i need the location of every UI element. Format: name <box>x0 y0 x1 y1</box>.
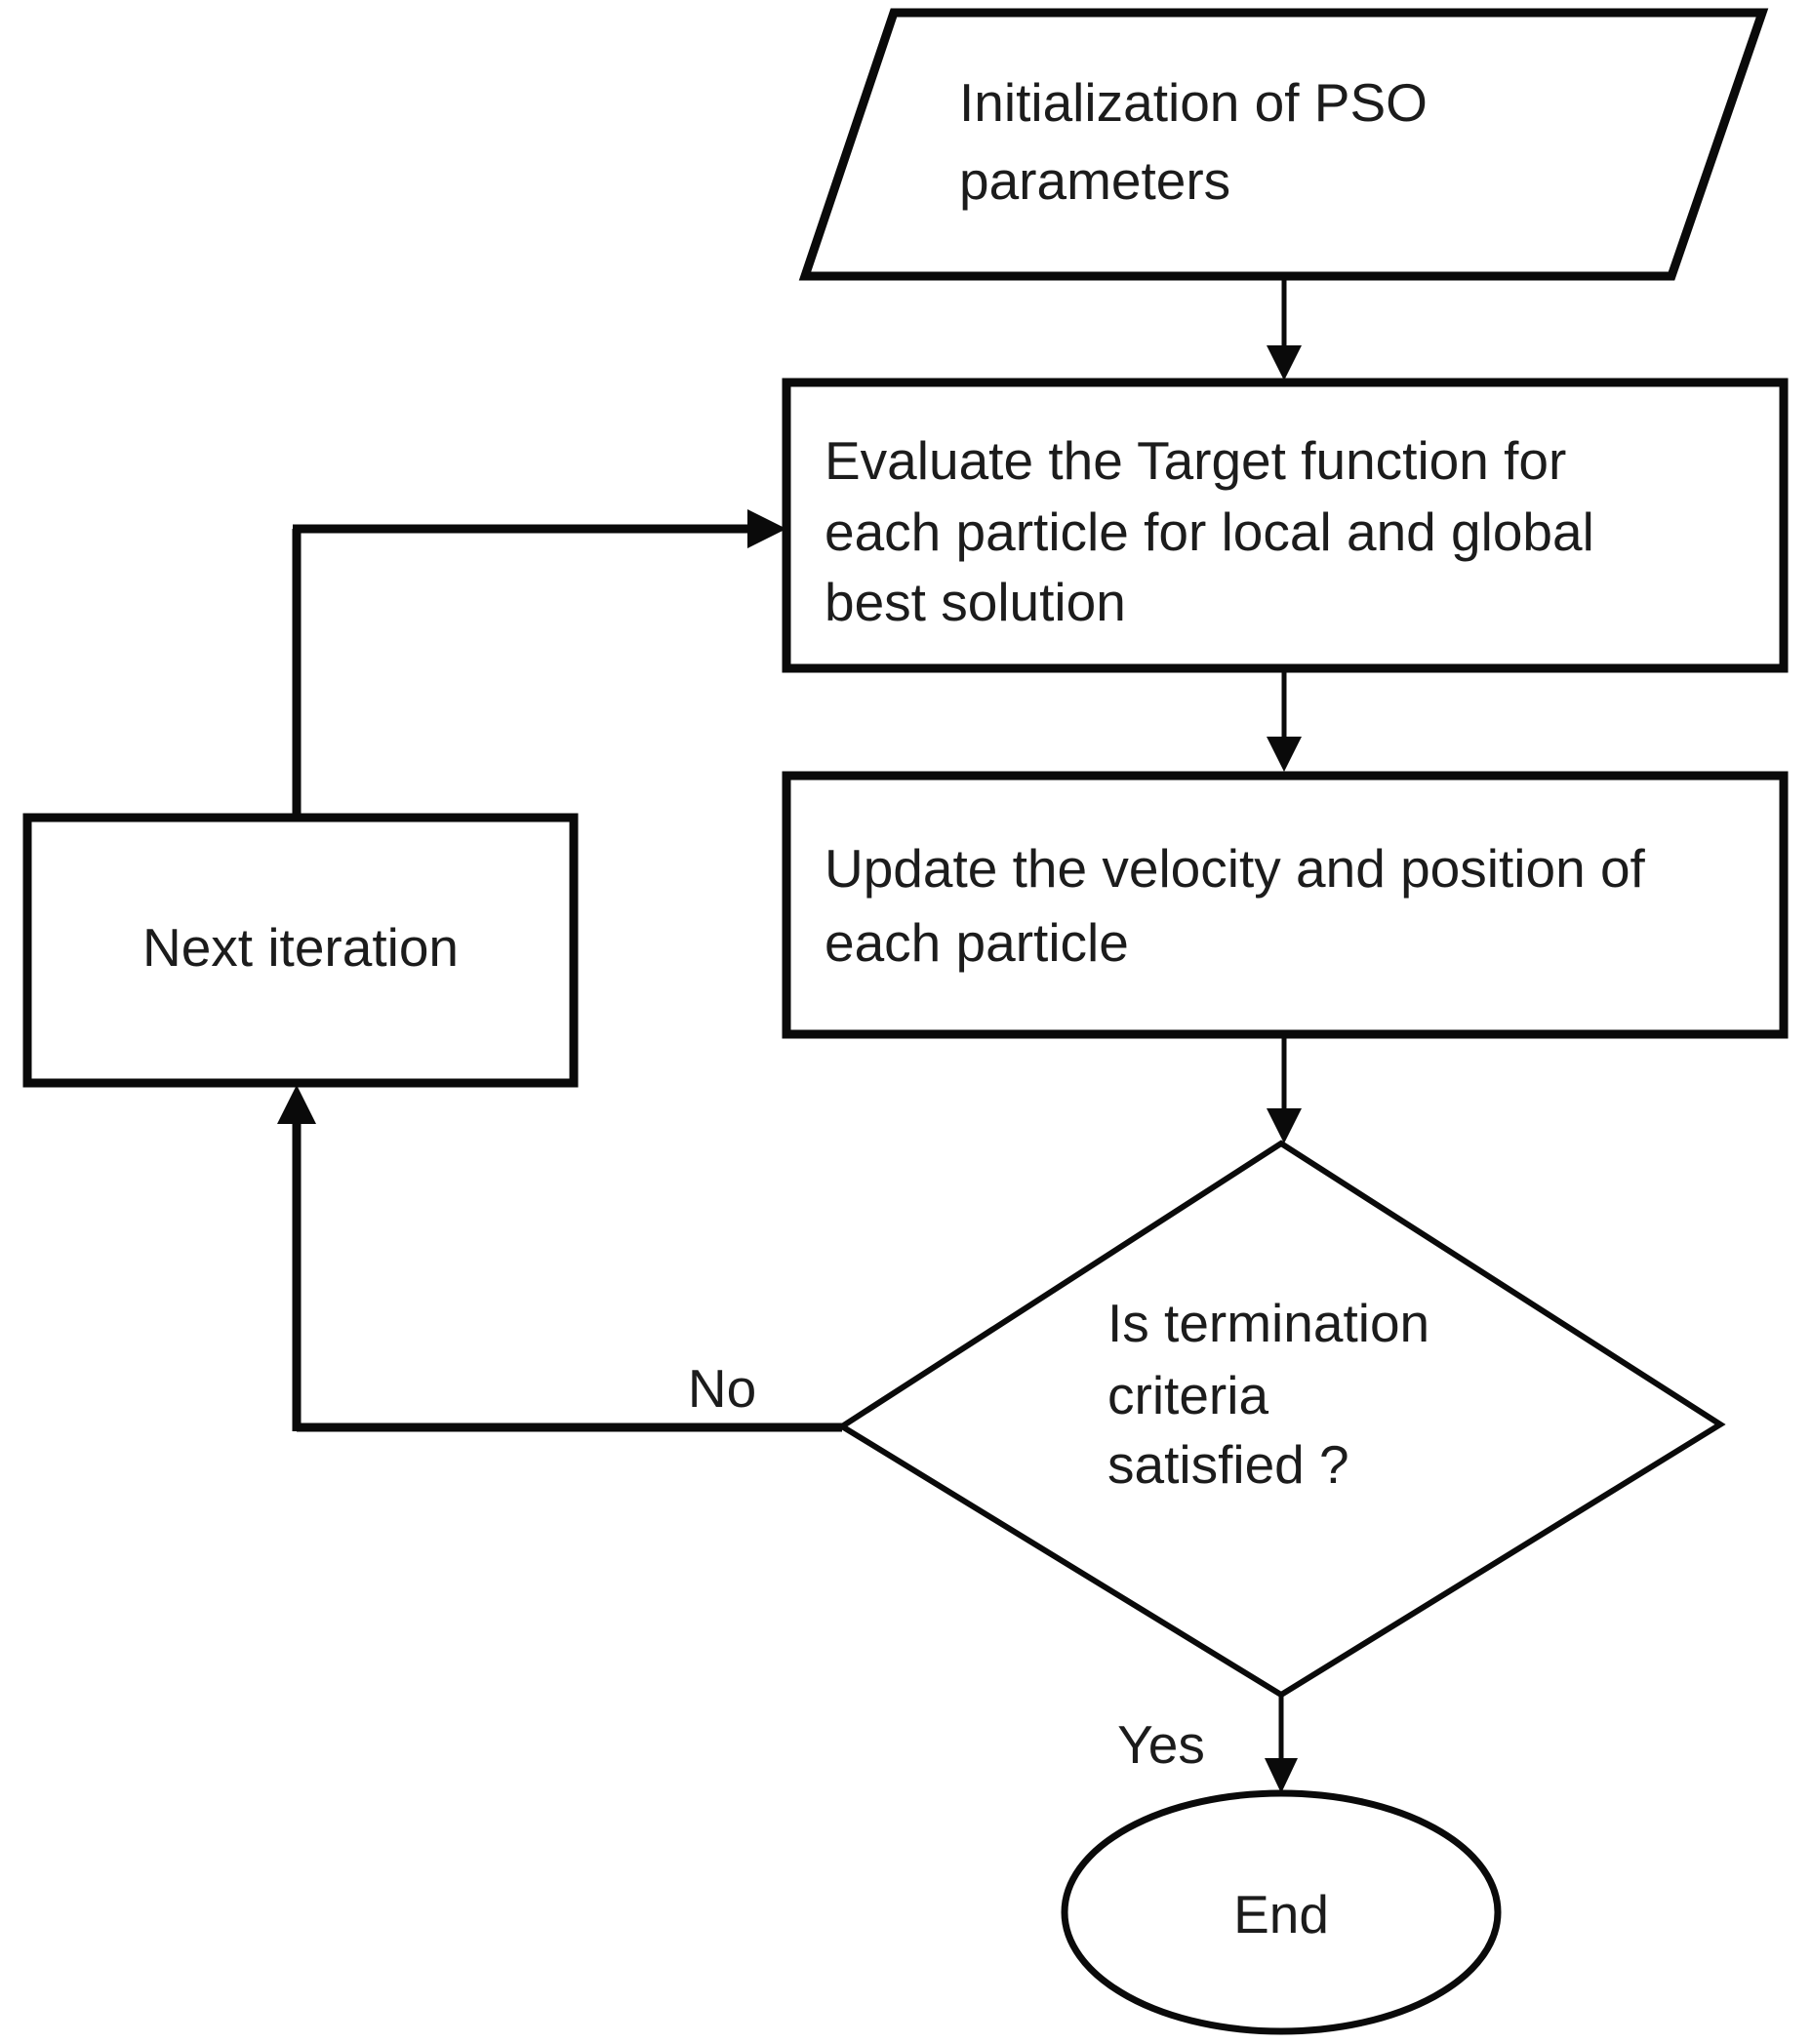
arrow-update-to-decision-head <box>1267 1108 1302 1143</box>
init-parallelogram <box>798 8 1769 281</box>
init-text-line-2: parameters <box>959 150 1231 211</box>
decision-diamond <box>836 1140 1726 1699</box>
evaluate-text-line-1: Evaluate the Target function for <box>825 430 1567 491</box>
arrow-init-to-evaluate-head <box>1267 345 1302 381</box>
evaluate-text-line-2: each particle for local and global <box>825 501 1594 562</box>
init-text-line-1: Initialization of PSO <box>959 72 1428 133</box>
yes-edge-label: Yes <box>1117 1714 1205 1775</box>
decision-text-line-3: satisfied ? <box>1107 1434 1349 1495</box>
decision-text-line-1: Is termination <box>1107 1293 1430 1353</box>
update-text-line-2: each particle <box>825 912 1129 973</box>
no-path-arrowhead <box>277 1085 316 1124</box>
next-iteration-label: Next iteration <box>141 917 460 978</box>
update-text-line-1: Update the velocity and position of <box>825 838 1645 899</box>
arrow-evaluate-to-update-head <box>1267 737 1302 772</box>
loop-arrowhead <box>747 509 786 548</box>
arrow-decision-to-end-head <box>1265 1758 1298 1793</box>
next-iteration-box <box>22 813 579 1088</box>
update-box <box>782 771 1789 1039</box>
end-ellipse <box>1061 1789 1502 2035</box>
decision-text-line-2: criteria <box>1107 1365 1269 1425</box>
evaluate-text-line-3: best solution <box>825 572 1126 632</box>
end-label: End <box>1233 1884 1329 1944</box>
no-edge-label: No <box>687 1358 757 1419</box>
